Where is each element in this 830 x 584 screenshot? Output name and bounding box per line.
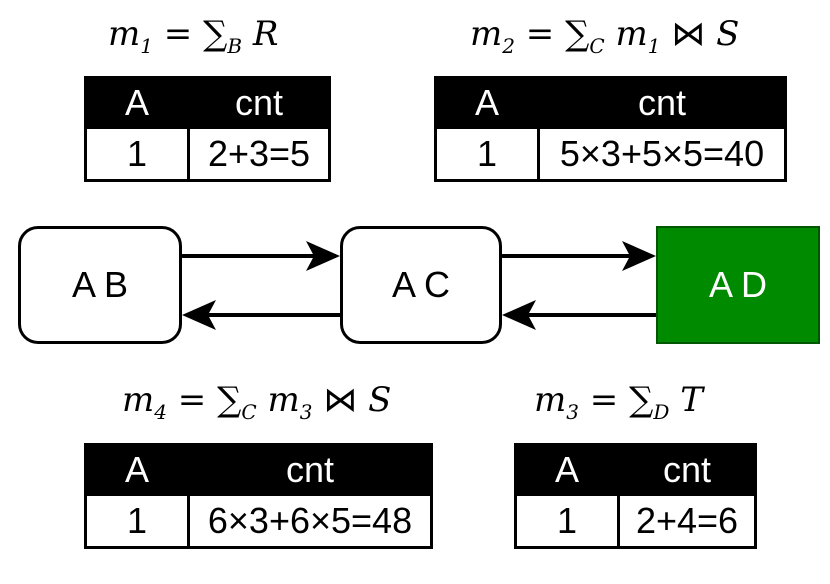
cell-a: 1 <box>514 493 620 549</box>
node-ab-label: A B <box>71 264 129 305</box>
m4-formula: m4 = ∑C m3 ⋈ S <box>122 380 392 424</box>
table-header-row: A cnt <box>84 443 433 496</box>
cell-cnt: 2+3=5 <box>187 126 331 182</box>
cell-a: 1 <box>84 126 190 182</box>
m3-table: A cnt 1 2+4=6 <box>514 443 757 549</box>
node-ad: A D <box>656 226 820 344</box>
m1-table: A cnt 1 2+3=5 <box>84 76 331 182</box>
cell-cnt: 6×3+6×5=48 <box>187 493 433 549</box>
col-header-cnt: cnt <box>617 443 757 496</box>
col-header-a: A <box>434 76 540 129</box>
table-row: 1 5×3+5×5=40 <box>434 126 787 182</box>
cell-cnt: 2+4=6 <box>617 493 757 549</box>
node-ab: A B <box>18 226 182 344</box>
m1-formula: m1 = ∑B R <box>108 14 279 58</box>
col-header-a: A <box>514 443 620 496</box>
m4-table: A cnt 1 6×3+6×5=48 <box>84 443 433 549</box>
col-header-cnt: cnt <box>187 443 433 496</box>
arrowhead-ac-to-ad <box>622 241 656 271</box>
cell-cnt: 5×3+5×5=40 <box>537 126 787 182</box>
arrowhead-ac-to-ab <box>182 300 216 330</box>
m3-formula: m3 = ∑D T <box>534 380 703 424</box>
table-row: 1 2+4=6 <box>514 493 757 549</box>
table-header-row: A cnt <box>434 76 787 129</box>
col-header-cnt: cnt <box>187 76 331 129</box>
table-header-row: A cnt <box>514 443 757 496</box>
table-row: 1 6×3+6×5=48 <box>84 493 433 549</box>
table-row: 1 2+3=5 <box>84 126 331 182</box>
node-ad-label: A D <box>708 264 768 305</box>
col-header-cnt: cnt <box>537 76 787 129</box>
m2-table: A cnt 1 5×3+5×5=40 <box>434 76 787 182</box>
node-ac-label: A C <box>391 264 451 305</box>
m2-formula: m2 = ∑C m1 ⋈ S <box>470 14 740 58</box>
col-header-a: A <box>84 76 190 129</box>
table-header-row: A cnt <box>84 76 331 129</box>
cell-a: 1 <box>434 126 540 182</box>
node-ac: A C <box>340 226 502 344</box>
arrowhead-ab-to-ac <box>306 241 340 271</box>
arrowhead-ad-to-ac <box>502 300 536 330</box>
cell-a: 1 <box>84 493 190 549</box>
col-header-a: A <box>84 443 190 496</box>
